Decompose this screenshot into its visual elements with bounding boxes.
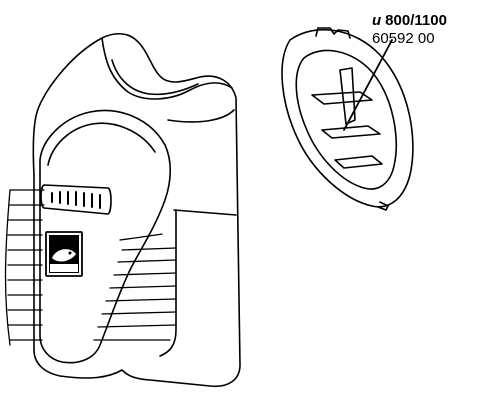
- model-range: 800/1100: [385, 12, 447, 29]
- cover-inner-rim: [295, 49, 397, 190]
- pump-housing-illustration: [4, 32, 241, 388]
- cover-top-tab: [315, 27, 351, 39]
- indicator-slot-bar: [40, 184, 112, 215]
- pump-side-panel: [167, 109, 235, 123]
- jbl-fish-logo-icon: [45, 231, 83, 277]
- model-prefix: u: [372, 12, 382, 29]
- cover-bottom-tab: [377, 201, 389, 211]
- callout-leader-line: [343, 39, 393, 131]
- pump-side-vents: [4, 189, 45, 346]
- pump-top-opening: [101, 37, 233, 100]
- cover-outer-rim: [281, 28, 414, 208]
- round-cover-plate-illustration: [281, 27, 414, 211]
- part-number-label: 60592 00: [372, 30, 435, 47]
- pump-front-vents: [93, 233, 177, 341]
- pump-front-face: [39, 109, 172, 364]
- cover-ribs: [311, 91, 373, 105]
- pump-outer-shell: [32, 32, 241, 388]
